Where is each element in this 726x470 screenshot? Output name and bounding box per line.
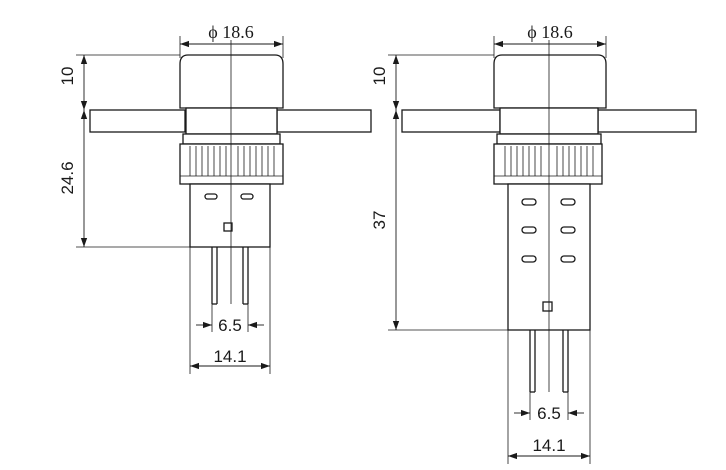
short-body-length-dimension: 24.6 <box>58 110 190 248</box>
short-pin-spacing-label: 6.5 <box>218 316 242 335</box>
short-head-height-dimension: 10 <box>58 54 180 110</box>
long-pin-spacing-dimension: 6.5 <box>514 392 584 423</box>
long-housing-slots <box>521 198 576 312</box>
short-switch-bezel <box>185 107 278 135</box>
long-body-length-dimension: 37 <box>370 110 508 331</box>
long-nut-ribs <box>494 146 602 177</box>
short-diameter-dimension: ϕ 18.6 <box>179 22 284 58</box>
short-switch-pins <box>211 247 249 305</box>
long-switch-head <box>493 54 607 109</box>
long-body-length-label: 37 <box>370 211 389 230</box>
long-head-height-label: 10 <box>370 67 389 86</box>
short-switch-nut <box>182 133 281 145</box>
long-switch-pins <box>529 330 569 393</box>
long-switch-drawing: ϕ 18.6 10 37 6.5 14.1 <box>370 22 697 464</box>
short-body-length-label: 24.6 <box>58 161 77 194</box>
long-body-width-label: 14.1 <box>532 436 565 455</box>
long-diameter-dimension: ϕ 18.6 <box>493 22 607 58</box>
short-switch-drawing: ϕ 18.6 10 24.6 6.5 14.1 <box>58 22 372 374</box>
short-nut-ribs <box>180 146 283 177</box>
short-switch-housing <box>189 183 271 248</box>
short-pin-spacing-dimension: 6.5 <box>196 304 264 335</box>
long-head-height-dimension: 10 <box>370 54 494 110</box>
long-diameter-label: ϕ 18.6 <box>527 22 572 42</box>
short-head-height-label: 10 <box>58 67 77 86</box>
short-diameter-label: ϕ 18.6 <box>208 22 253 42</box>
short-switch-head <box>179 54 284 109</box>
short-body-width-dimension: 14.1 <box>189 247 271 374</box>
short-housing-slots <box>204 193 254 232</box>
long-body-width-dimension: 14.1 <box>507 330 591 464</box>
long-pin-spacing-label: 6.5 <box>537 404 561 423</box>
short-body-width-label: 14.1 <box>213 347 246 366</box>
